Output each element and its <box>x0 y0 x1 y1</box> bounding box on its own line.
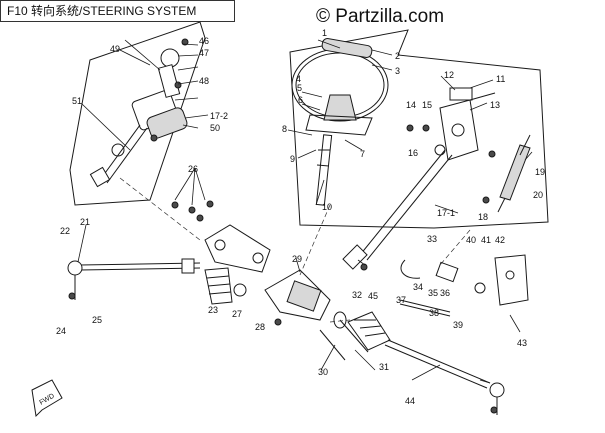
watermark: © Partzilla.com <box>316 6 445 27</box>
forward-arrow-badge: FWD <box>31 379 63 418</box>
callout-43: 43 <box>517 338 527 348</box>
left-tie-rod <box>67 258 201 300</box>
callout-11: 11 <box>496 74 505 84</box>
page-title: F10 转向系统/STEERING SYSTEM <box>0 0 235 22</box>
callout-3: 3 <box>395 66 400 76</box>
tilt-bracket <box>439 87 531 213</box>
callout-13: 13 <box>490 100 500 110</box>
callout-12: 12 <box>444 70 454 80</box>
callout-28: 28 <box>255 322 265 332</box>
upper-column <box>89 48 188 188</box>
callout-46: 46 <box>199 36 209 46</box>
callout-39: 39 <box>453 320 463 330</box>
callout-37: 37 <box>396 295 406 305</box>
callout-42: 42 <box>495 235 505 245</box>
callout-22: 22 <box>60 226 70 236</box>
callout-25: 25 <box>92 315 102 325</box>
callout-48: 48 <box>199 76 209 86</box>
callout-30: 30 <box>318 367 328 377</box>
callout-32: 32 <box>352 290 362 300</box>
callout-5: 5 <box>297 83 302 93</box>
left-boot <box>204 267 247 305</box>
wheel-group-box <box>289 29 549 229</box>
callout-19: 19 <box>535 167 545 177</box>
part-callouts: 1 2 3 4 5 6 7 8 9 10 11 12 13 14 15 16 1… <box>56 28 545 406</box>
callout-26: 26 <box>188 164 198 174</box>
callout-35: 35 <box>428 288 438 298</box>
callout-31: 31 <box>379 362 389 372</box>
bracket-cable-group <box>399 254 529 317</box>
callout-33: 33 <box>427 234 437 244</box>
callout-1: 1 <box>322 28 327 38</box>
callout-14: 14 <box>406 100 416 110</box>
callout-34: 34 <box>413 282 423 292</box>
callout-49: 49 <box>110 44 120 54</box>
callout-7: 7 <box>360 149 365 159</box>
callout-6: 6 <box>298 95 303 105</box>
callout-17-1: 17-1 <box>437 208 455 218</box>
right-boot <box>333 311 391 351</box>
callout-2: 2 <box>395 51 400 61</box>
callout-21: 21 <box>80 217 90 227</box>
callout-29: 29 <box>292 254 302 264</box>
fasteners <box>68 38 498 414</box>
steering-gearbox <box>204 224 331 321</box>
callout-9: 9 <box>290 154 295 164</box>
callout-23: 23 <box>208 305 218 315</box>
leader-lines <box>77 39 533 384</box>
callout-38: 38 <box>429 308 439 318</box>
callout-45: 45 <box>368 291 378 301</box>
bolts <box>319 319 369 361</box>
centerline-4 <box>329 319 351 323</box>
callout-24: 24 <box>56 326 66 336</box>
callout-20: 20 <box>533 190 543 200</box>
callout-10: 10 <box>322 202 332 212</box>
callout-4: 4 <box>296 74 301 84</box>
centerline-2 <box>299 204 331 276</box>
callout-8: 8 <box>282 124 287 134</box>
callout-47: 47 <box>199 48 209 58</box>
steering-wheel <box>291 38 389 136</box>
callout-17-2: 17-2 <box>210 111 228 121</box>
column-group-box <box>69 21 206 206</box>
centerline-1 <box>119 177 201 241</box>
callout-44: 44 <box>405 396 415 406</box>
callout-16: 16 <box>408 148 418 158</box>
wheel-shaft <box>315 134 333 206</box>
callout-15: 15 <box>422 100 432 110</box>
callout-51: 51 <box>72 96 82 106</box>
callout-41: 41 <box>481 235 491 245</box>
intermediate-shaft <box>342 144 453 270</box>
callout-36: 36 <box>440 288 450 298</box>
callout-27: 27 <box>232 309 242 319</box>
callout-50: 50 <box>210 123 220 133</box>
callout-18: 18 <box>478 212 488 222</box>
right-tie-rod <box>384 339 505 415</box>
callout-40: 40 <box>466 235 476 245</box>
